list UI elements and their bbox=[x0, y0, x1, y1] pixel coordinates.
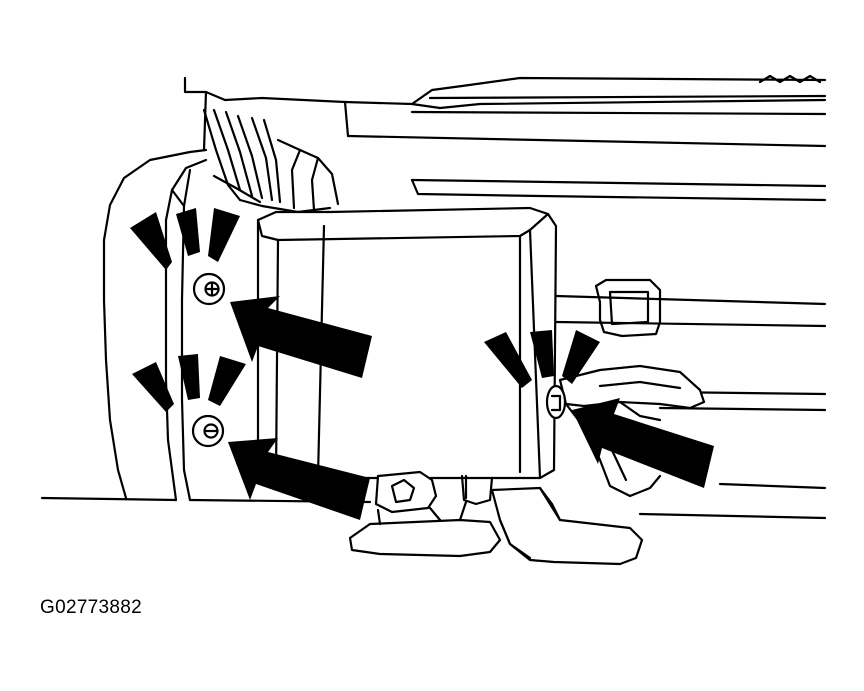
upper-bracket bbox=[202, 108, 340, 214]
pointer-arrow-right bbox=[572, 398, 714, 488]
pointer-arrow-upper bbox=[230, 296, 372, 378]
left-mounting-plate bbox=[102, 148, 262, 502]
emphasis-marks-lower-left bbox=[132, 354, 246, 412]
vehicle-body-outline bbox=[183, 74, 827, 152]
control-module-box bbox=[256, 178, 827, 480]
screw-upper-left bbox=[192, 272, 226, 306]
figure-code: G02773882 bbox=[40, 597, 143, 618]
pointer-arrow-lower bbox=[228, 438, 370, 520]
screw-lower-left bbox=[191, 414, 225, 448]
emphasis-marks-right bbox=[484, 330, 600, 388]
right-hook-bracket bbox=[594, 278, 662, 338]
lower-bracket-assembly bbox=[348, 470, 644, 566]
emphasis-marks-upper-left bbox=[130, 208, 240, 270]
screw-right bbox=[545, 384, 567, 420]
